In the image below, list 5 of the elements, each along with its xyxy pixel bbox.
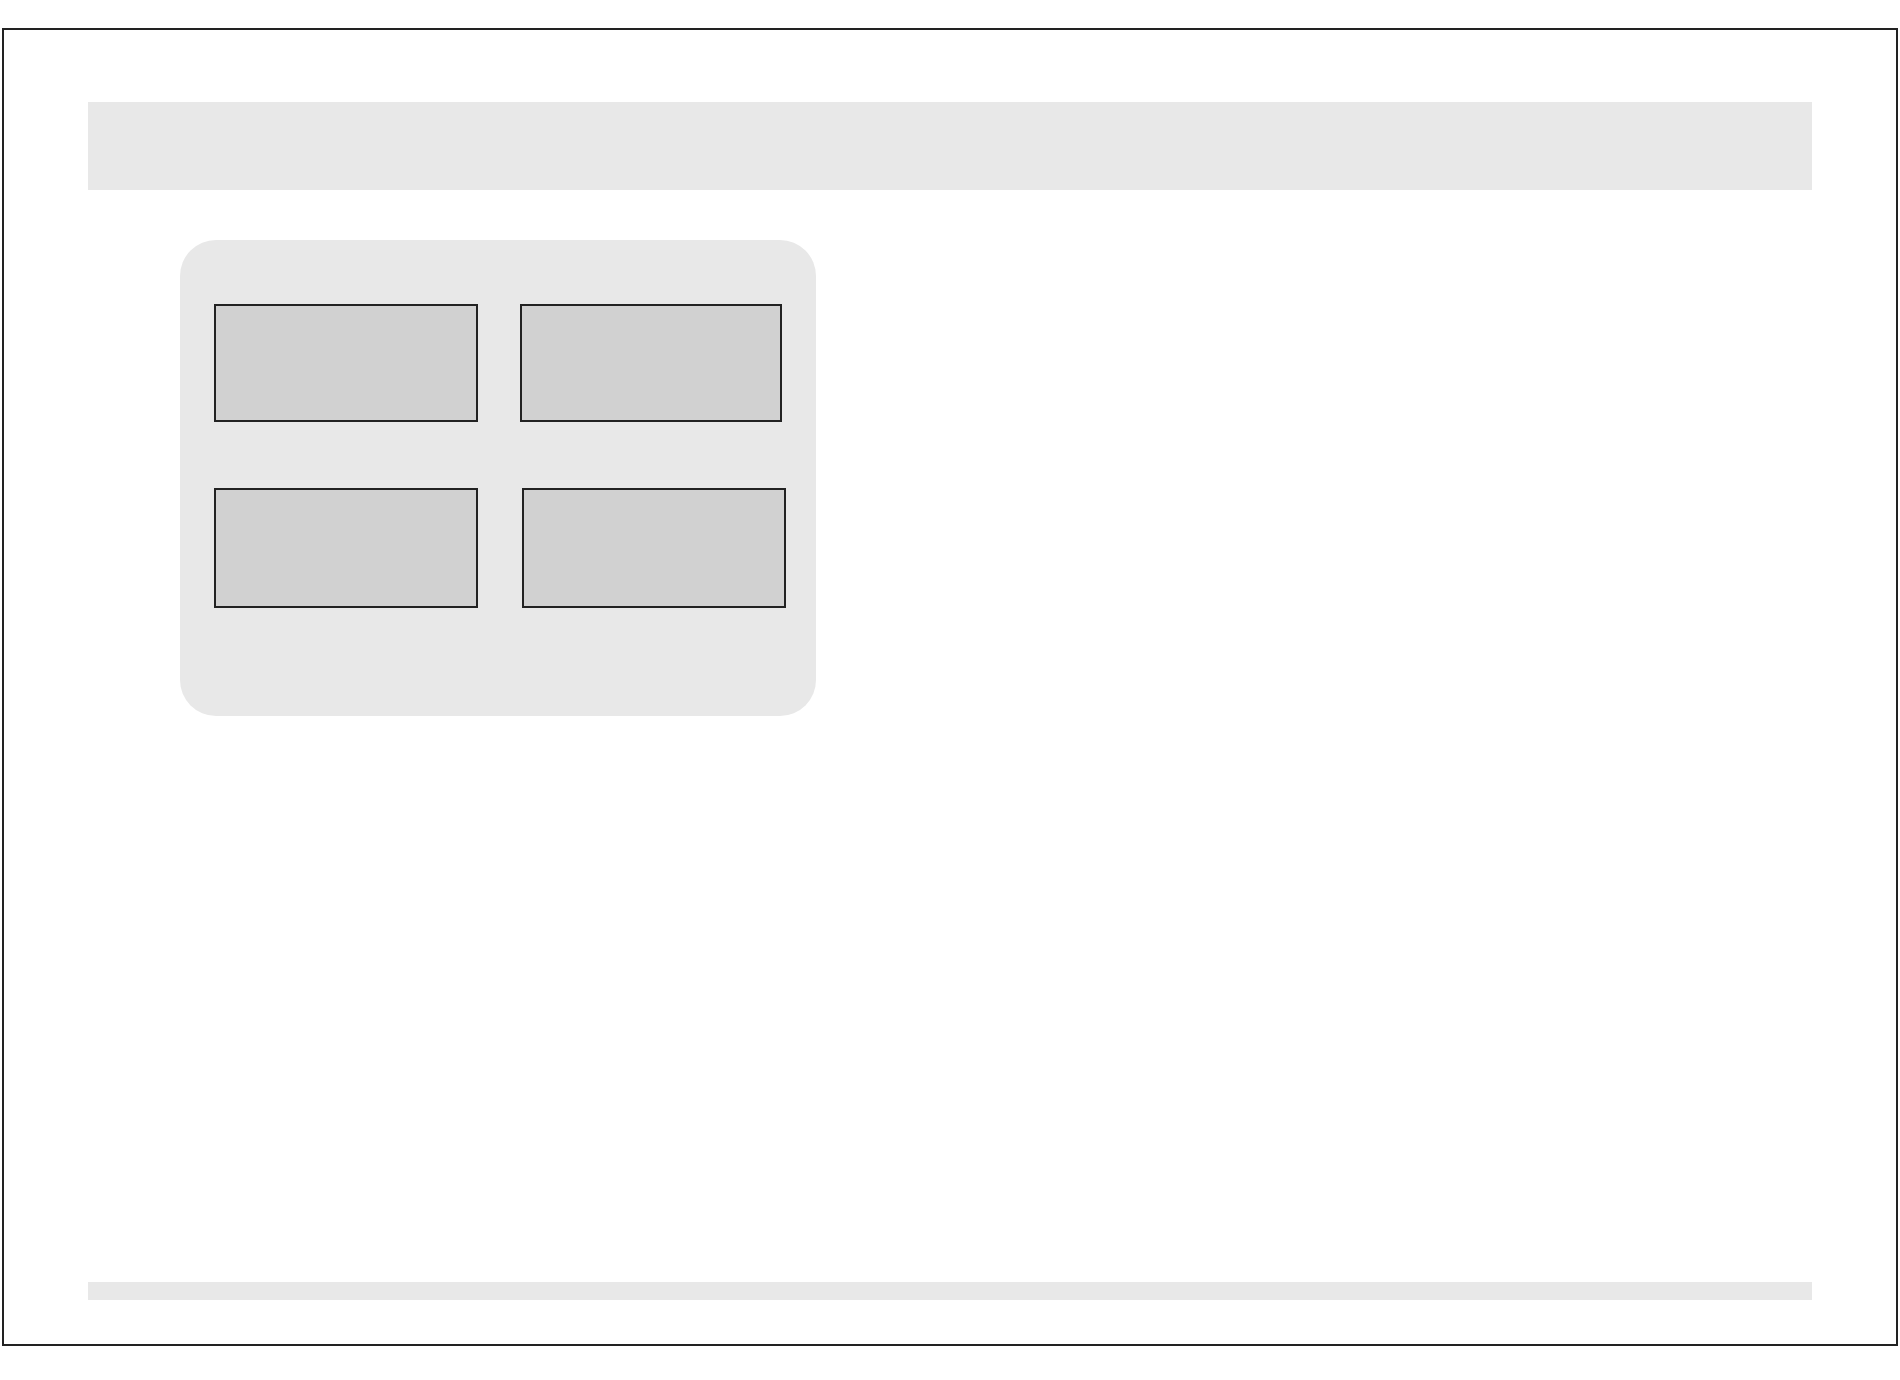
content-box — [520, 304, 782, 422]
content-box — [214, 304, 478, 422]
content-box — [214, 488, 478, 608]
rounded-panel — [180, 240, 816, 716]
content-box — [522, 488, 786, 608]
